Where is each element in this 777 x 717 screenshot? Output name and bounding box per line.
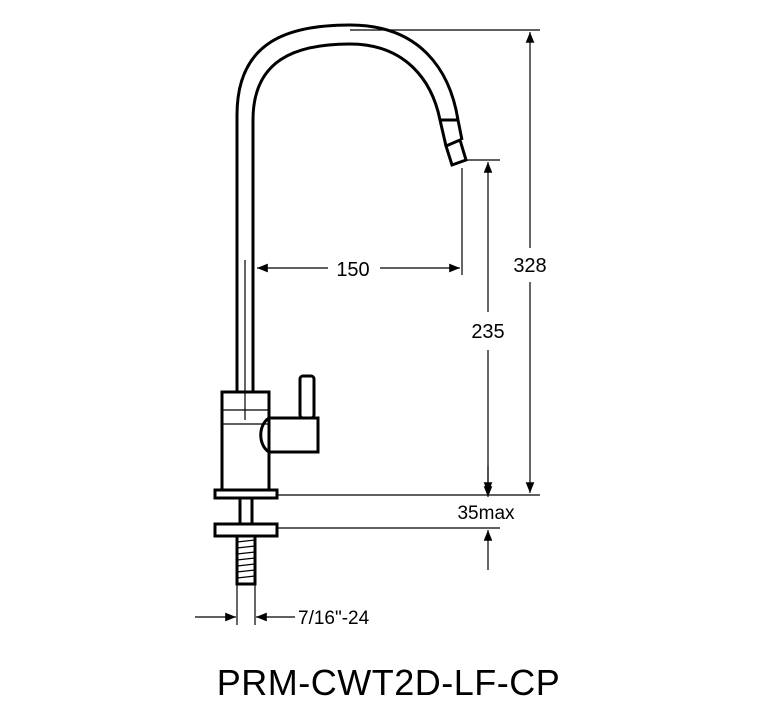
handle — [259, 374, 320, 454]
dimension-reach: 150 — [257, 259, 460, 281]
dimension-thread: 7/16"-24 — [195, 608, 370, 629]
total-height-label: 328 — [513, 255, 546, 277]
mount-thickness-label: 35max — [457, 503, 515, 524]
dimension-spout-height: 235 — [471, 162, 505, 493]
base-flange — [213, 488, 279, 538]
dimension-total-height: 328 — [513, 31, 547, 493]
spout — [235, 23, 468, 420]
threaded-shank — [235, 534, 257, 625]
reach-label: 150 — [336, 259, 369, 281]
model-number: PRM-CWT2D-LF-CP — [216, 662, 561, 703]
spout-height-label: 235 — [471, 321, 504, 343]
extension-lines — [277, 29, 540, 529]
dimension-mount-thickness: 35max — [457, 466, 515, 570]
thread-label: 7/16"-24 — [298, 608, 370, 629]
